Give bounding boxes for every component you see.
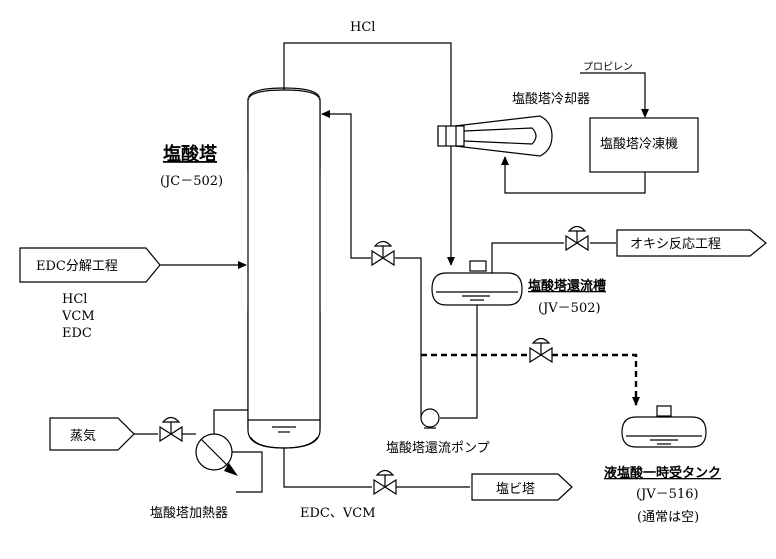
oxy-label: オキシ反応工程 [630,237,721,252]
overhead-line: HCl [283,20,455,266]
propylene-loop: プロピレン [501,61,649,194]
reboiler: 塩酸塔加熱器 [150,409,263,521]
propylene-label: プロピレン [583,61,633,73]
temp-tank-code: (JV－516) [636,487,699,502]
vent-line [491,225,616,273]
feed-edc: EDC [62,326,92,341]
edc-decomp-label: EDC分解工程 [36,259,118,274]
hcl-top-label: HCl [350,20,375,35]
tower-code: (JC－502) [160,174,223,189]
reflux-pump: 塩酸塔還流ポンプ [386,408,490,456]
drum-to-pump [440,305,478,419]
reflux-drum-label: 塩酸塔還流槽 [528,278,606,294]
tower-chiller: 塩酸塔冷凍機 [589,117,699,173]
feed-hcl: HCl [62,292,87,307]
tower-title: 塩酸塔 [163,143,218,165]
vc-tower-label: 塩ビ塔 [496,482,535,497]
hcl-tower-body [247,89,321,449]
reflux-drum: 塩酸塔還流槽 (JV－502) [431,260,606,316]
cooler-label: 塩酸塔冷却器 [512,92,590,107]
temp-tank-status: (通常は空) [637,510,699,525]
oxy-reaction-box: オキシ反応工程 [616,229,767,257]
bottoms-label: EDC、VCM [300,506,376,521]
bottoms-line: EDC、VCM [283,448,470,521]
temp-tank: 液塩酸一時受タンク (JV－516) (通常は空) [604,405,721,525]
steam-feed: 蒸気 [49,416,196,451]
reflux-return-line [321,110,422,418]
reflux-pump-label: 塩酸塔還流ポンプ [386,441,490,456]
temp-tank-label: 液塩酸一時受タンク [604,465,721,481]
reboiler-label: 塩酸塔加熱器 [150,506,228,521]
steam-label: 蒸気 [70,428,96,444]
temp-tank-line [421,337,640,406]
reflux-drum-code: (JV－502) [538,301,601,316]
edc-feed: EDC分解工程 HCl VCM EDC [19,247,247,341]
vc-tower-box: 塩ビ塔 [471,473,573,501]
tower-cooler: 塩酸塔冷却器 [437,92,590,157]
chiller-label: 塩酸塔冷凍機 [600,136,678,152]
feed-vcm: VCM [61,309,95,324]
